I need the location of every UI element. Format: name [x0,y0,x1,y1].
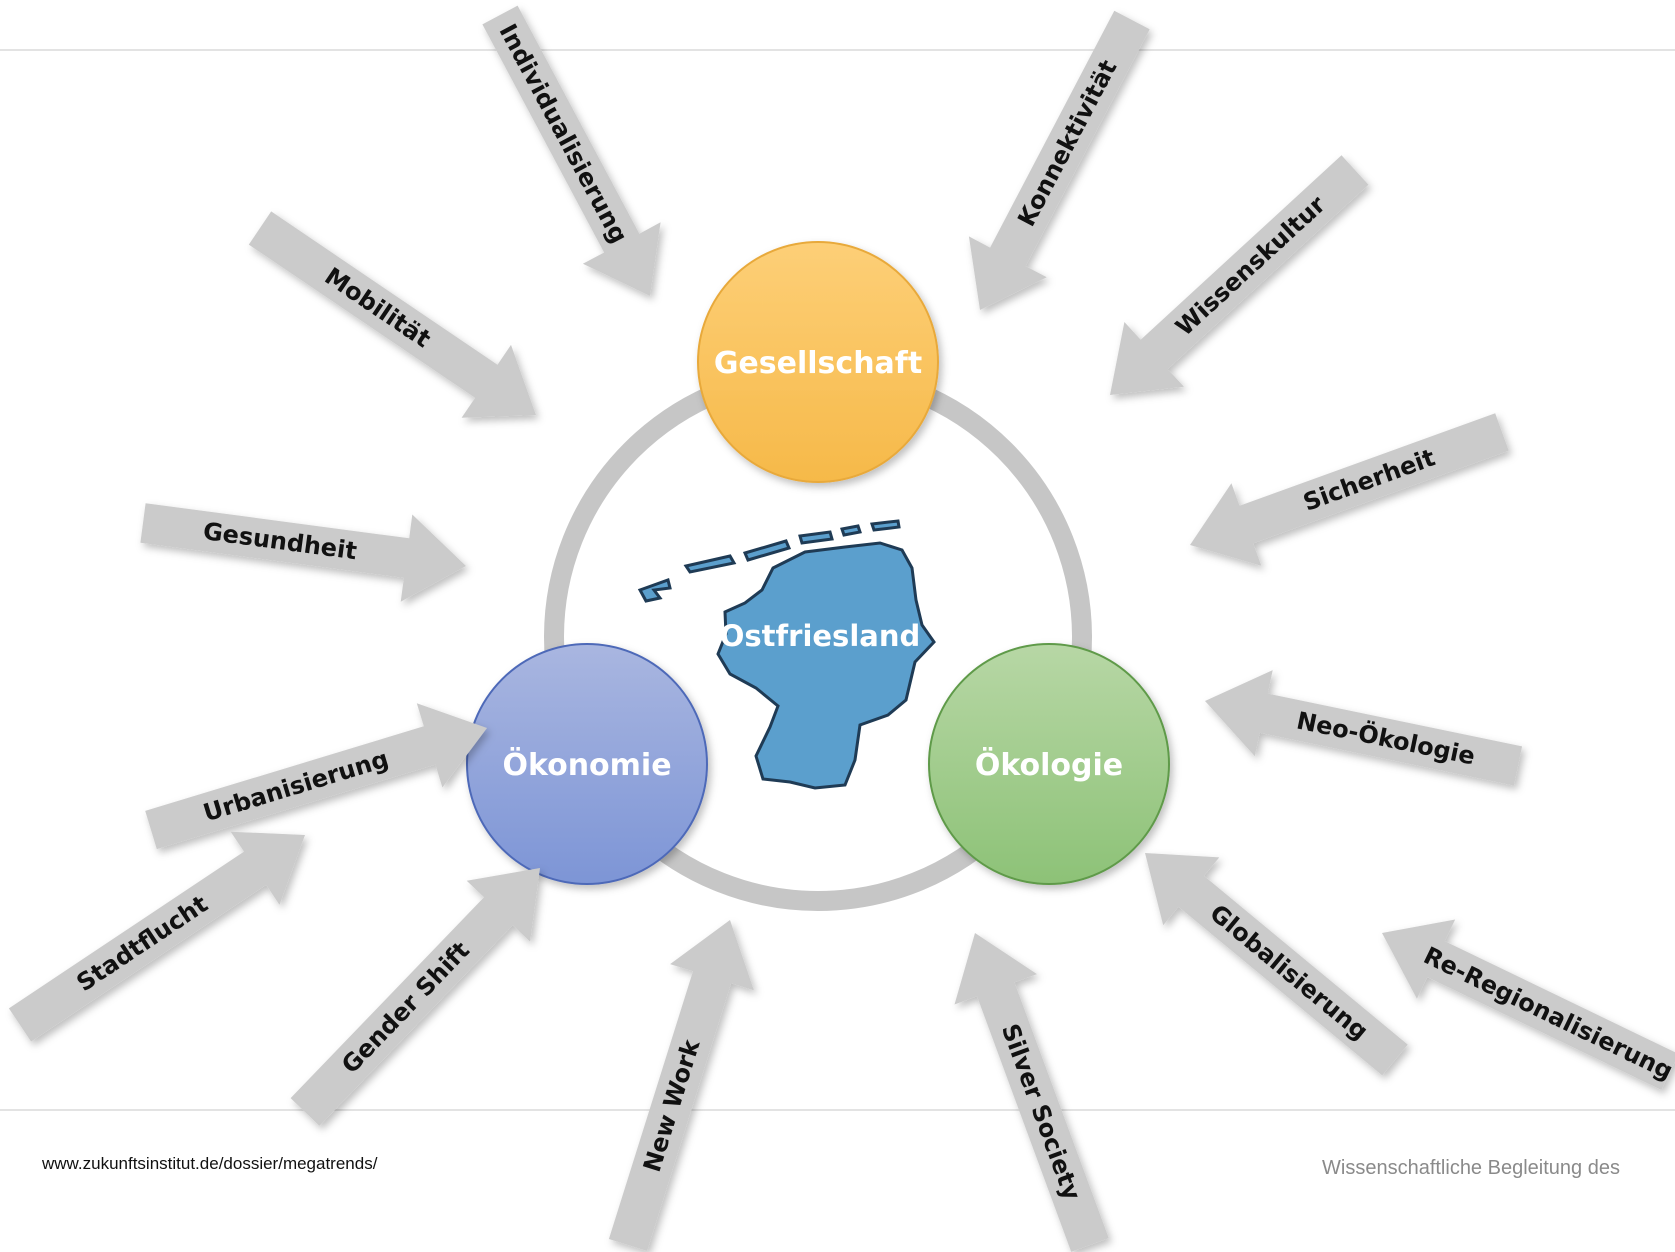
arrow-label-globalisierung: Globalisierung [1204,899,1373,1046]
circle-oekologie: Ökologie [928,643,1170,885]
arrow-shape-globalisierung [1145,853,1408,1076]
arrow-shape-re-regionalisierung [1382,919,1675,1090]
source-url: www.zukunftsinstitut.de/dossier/megatren… [42,1154,378,1173]
arrow-gesundheit: Gesundheit [140,503,466,602]
island-1 [637,578,672,603]
top-divider [0,49,1675,51]
arrow-shape-individualisierung [482,5,661,296]
arrow-new-work: New Work [608,920,754,1251]
arrow-label-re-regionalisierung: Re-Regionalisierung [1419,941,1675,1085]
arrow-label-konnektivitaet: Konnektivität [1012,55,1122,231]
footer-caption: Wissenschaftliche Begleitung des [1322,1157,1620,1179]
island-6 [869,519,901,532]
arrow-konnektivitaet: Konnektivität [968,10,1150,310]
arrow-label-stadtflucht: Stadtflucht [72,890,213,997]
arrow-shape-stadtflucht [8,831,306,1042]
arrow-shape-silver-society [954,933,1109,1252]
arrow-label-wissenskultur: Wissenskultur [1170,190,1331,341]
arrow-shape-konnektivitaet [968,10,1150,310]
arrow-neo-oekologie: Neo-Ökologie [1205,670,1523,786]
arrow-shape-gesundheit [140,503,466,602]
arrow-globalisierung: Globalisierung [1145,853,1408,1076]
arrow-shape-sicherheit [1190,413,1509,566]
circle-oekonomie: Ökonomie [466,643,708,885]
arrow-shape-gender-shift [290,868,540,1126]
arrow-wissenskultur: Wissenskultur [1110,155,1369,395]
arrow-silver-society: Silver Society [954,933,1109,1252]
circle-label-gesellschaft: Gesellschaft [714,346,922,381]
arrow-mobilitaet: Mobilität [248,211,537,418]
arrow-sicherheit: Sicherheit [1190,413,1509,566]
circle-gesellschaft: Gesellschaft [697,241,939,483]
bottom-divider [0,1109,1675,1111]
arrow-label-gender-shift: Gender Shift [336,936,475,1079]
arrow-label-individualisierung: Individualisierung [493,19,633,248]
ostfriesland-map [637,519,936,790]
arrow-individualisierung: Individualisierung [482,5,661,296]
arrow-shape-mobilitaet [248,211,537,418]
arrow-label-mobilitaet: Mobilität [320,262,436,353]
arrow-urbanisierung: Urbanisierung [145,703,487,850]
arrow-shape-urbanisierung [145,703,487,850]
arrow-shape-neo-oekologie [1205,670,1523,786]
mainland-shape [716,541,936,790]
arrow-label-neo-oekologie: Neo-Ökologie [1294,704,1478,770]
arrow-stadtflucht: Stadtflucht [8,831,306,1042]
arrow-label-silver-society: Silver Society [996,1020,1086,1204]
arrow-re-regionalisierung: Re-Regionalisierung [1382,919,1675,1090]
arrow-shape-wissenskultur [1110,155,1369,395]
circle-label-oekonomie: Ökonomie [502,746,671,783]
island-5 [840,524,862,537]
region-label: Ostfriesland [720,619,920,653]
island-2 [683,554,737,574]
arrow-gender-shift: Gender Shift [290,868,540,1126]
island-3 [742,539,792,562]
arrow-shape-new-work [608,920,754,1251]
circle-label-oekologie: Ökologie [975,746,1123,783]
island-4 [798,530,834,545]
